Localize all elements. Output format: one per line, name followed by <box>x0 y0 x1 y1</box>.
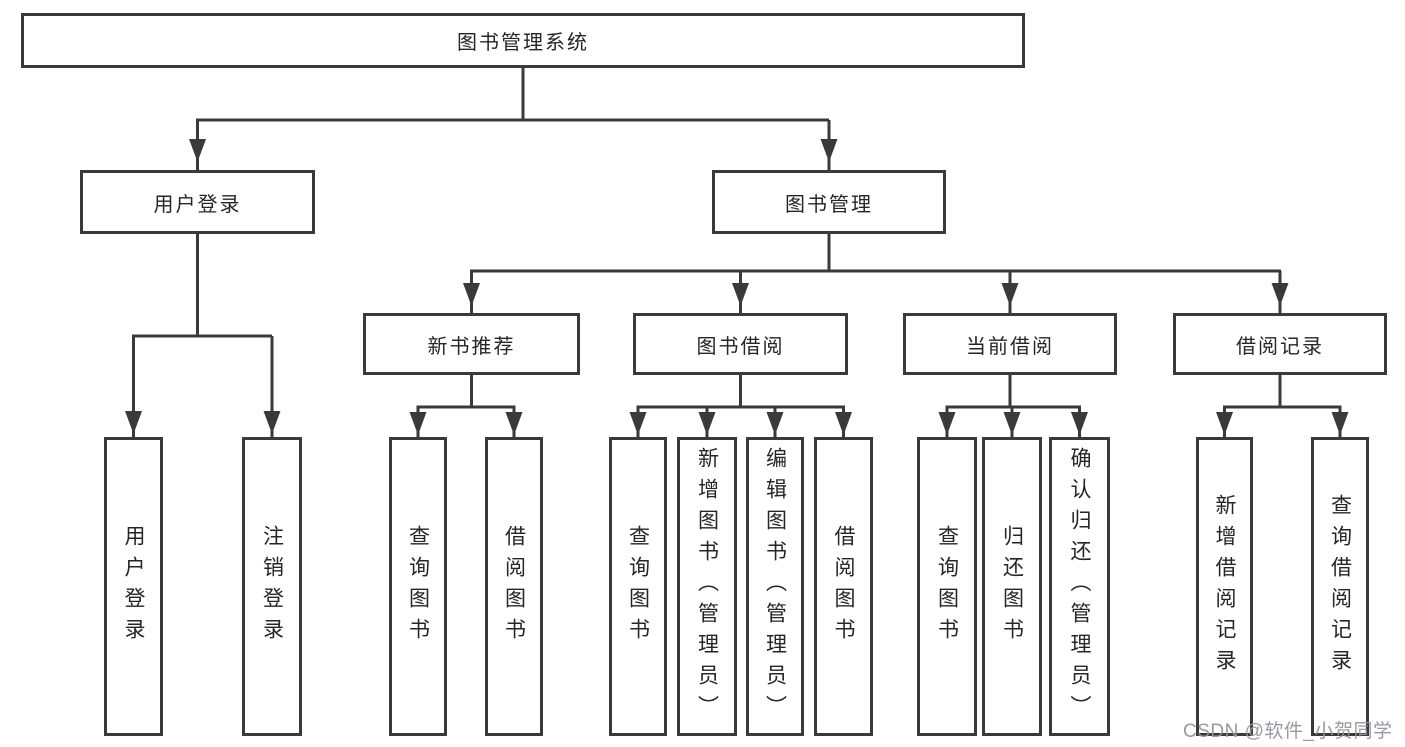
leaf-add-borrow-record: 新增借阅记录 <box>1196 437 1253 736</box>
leaf-logout: 注销登录 <box>242 437 302 736</box>
node-book-borrowing: 图书借阅 <box>633 313 848 375</box>
node-label: 用户登录 <box>153 193 242 216</box>
arrowhead <box>505 412 523 435</box>
node-label: 图书借阅 <box>696 335 785 358</box>
node-label: 图书管理系统 <box>457 32 589 54</box>
connector-record-to-leaves <box>1223 375 1342 437</box>
leaf-edit-books-admin: 编辑图书（管理员） <box>746 437 804 736</box>
node-label: 图书管理 <box>785 193 873 216</box>
node-library-system: 图书管理系统 <box>21 13 1025 68</box>
arrowhead <box>1003 412 1021 435</box>
leaf-add-books-admin: 新增图书（管理员） <box>677 437 737 736</box>
arrowhead <box>835 412 852 435</box>
connector-root-to-level2 <box>196 68 831 170</box>
csdn-watermark: CSDN @软件_小贺同学 <box>1183 721 1393 742</box>
arrowhead <box>463 283 480 306</box>
arrowhead <box>732 283 749 306</box>
arrowhead <box>629 412 647 435</box>
leaf-label: 借阅图书 <box>502 524 526 649</box>
leaf-label: 注销登录 <box>260 524 284 649</box>
leaf-query-books-current: 查询图书 <box>917 437 977 736</box>
node-current-borrowing: 当前借阅 <box>903 313 1117 375</box>
connector-current-to-leaves <box>945 375 1081 437</box>
leaf-borrow-books: 借阅图书 <box>814 437 873 736</box>
arrowhead <box>125 411 142 434</box>
leaf-label: 新增图书（管理员） <box>695 447 719 726</box>
node-user-login: 用户登录 <box>80 170 315 234</box>
leaf-label: 查询图书 <box>406 524 430 649</box>
leaf-label: 借阅图书 <box>832 524 855 649</box>
leaf-query-books-borrow: 查询图书 <box>609 437 667 736</box>
node-label: 当前借阅 <box>966 335 1054 358</box>
arrowhead <box>1001 283 1019 306</box>
connector-mgmt-to-level3 <box>470 234 1282 313</box>
arrowhead <box>1331 412 1349 435</box>
leaf-label: 确认归还（管理员） <box>1068 447 1091 726</box>
leaf-label: 查询借阅记录 <box>1328 493 1352 680</box>
leaf-label: 编辑图书（管理员） <box>763 447 787 726</box>
connector-login-to-leaves <box>132 234 274 437</box>
connector-borrow-to-leaves <box>636 375 845 437</box>
arrowhead <box>189 139 206 162</box>
leaf-user-login: 用户登录 <box>104 437 163 736</box>
connector-newbook-to-leaves <box>416 375 516 437</box>
node-label: 新书推荐 <box>427 335 516 358</box>
leaf-query-borrow-record: 查询借阅记录 <box>1311 437 1369 736</box>
arrowhead <box>820 139 838 162</box>
node-label: 借阅记录 <box>1236 335 1324 358</box>
node-book-management: 图书管理 <box>712 170 946 234</box>
leaf-label: 查询图书 <box>935 524 959 649</box>
leaf-borrow-books-recommend: 借阅图书 <box>485 437 543 736</box>
arrowhead <box>698 412 716 435</box>
node-borrowing-records: 借阅记录 <box>1173 313 1387 375</box>
leaf-label: 归还图书 <box>1000 524 1024 649</box>
leaf-query-books-recommend: 查询图书 <box>389 437 447 736</box>
arrowhead <box>263 411 281 434</box>
arrowhead <box>409 412 427 435</box>
arrowhead <box>766 412 784 435</box>
arrowhead <box>1271 283 1289 306</box>
arrowhead <box>1071 412 1088 435</box>
leaf-return-books: 归还图书 <box>982 437 1042 736</box>
leaf-label: 新增借阅记录 <box>1213 493 1236 680</box>
node-new-book-recommend: 新书推荐 <box>363 313 580 375</box>
arrowhead <box>938 412 956 435</box>
arrowhead <box>1216 412 1233 435</box>
leaf-label: 查询图书 <box>626 524 650 649</box>
leaf-confirm-return-admin: 确认归还（管理员） <box>1049 437 1110 736</box>
leaf-label: 用户登录 <box>122 524 145 649</box>
